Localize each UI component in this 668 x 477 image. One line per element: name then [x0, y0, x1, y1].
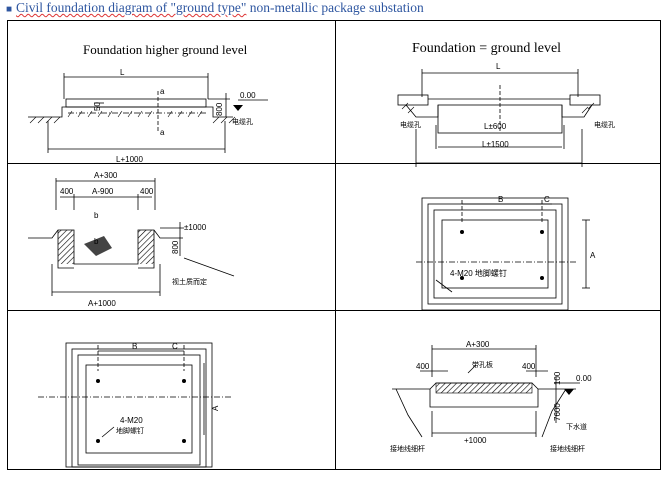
level-000: 0.00 — [240, 91, 256, 100]
dim-B: B — [498, 195, 503, 204]
dim-A300: A+300 — [94, 171, 118, 180]
ground-rod-left: 接地线细杆 — [390, 444, 425, 453]
plan-view-drawing: B C A 4-M20 地脚螺钉 — [416, 195, 596, 311]
foundation-higher-drawing: L L+1000 50 800 0.00 a a 电缆孔 — [28, 68, 268, 164]
bullet-marker: ■ — [6, 4, 13, 15]
page-heading: ■Civil foundation diagram of "ground typ… — [6, 0, 424, 18]
dim-L: L — [496, 62, 501, 71]
grid-divider-row2 — [8, 310, 660, 311]
section-b-bottom: b — [94, 237, 99, 246]
panel-title: Foundation higher ground level — [83, 42, 248, 57]
dim-A900: A-900 — [92, 187, 114, 196]
drain-label: 下水道 — [566, 422, 587, 431]
cable-section-drawing: A+300 400 400 带孔板 100 0.00 7600 下水道 +100… — [390, 340, 592, 453]
section-b-top: b — [94, 211, 99, 220]
dim-A300: A+300 — [466, 340, 490, 349]
panel-foundation-equal: Foundation = ground level L L±600 — [336, 21, 660, 167]
dim-100: 100 — [553, 371, 562, 385]
grid-divider-row1 — [8, 163, 660, 164]
panel-cable-section: A+300 400 400 带孔板 100 0.00 7600 下水道 +100… — [336, 311, 660, 469]
bolt-note-b: 地脚螺钉 — [116, 426, 144, 435]
plan-view-drawing-2: B C A 4-M20 地脚螺钉 — [38, 342, 232, 468]
dim-A1000: +1000 — [464, 436, 487, 445]
panel-section-detail: A+300 A-900 400 400 b b 800 ±1000 A+1000… — [8, 164, 335, 310]
panel-plan-view-2: B C A 4-M20 地脚螺钉 — [8, 311, 335, 469]
dim-400-right: 400 — [140, 187, 154, 196]
dim-600: 7600 — [553, 403, 562, 421]
panel-title: Foundation = ground level — [412, 41, 562, 56]
cable-hole-label: 电缆孔 — [232, 117, 253, 126]
hole-plate-label: 带孔板 — [472, 360, 493, 369]
dim-L1500: L±1500 — [482, 140, 509, 149]
section-detail-drawing: A+300 A-900 400 400 b b 800 ±1000 A+1000… — [28, 171, 235, 308]
dim-L: L — [120, 68, 125, 77]
panel-plan-view-1: B C A 4-M20 地脚螺钉 — [336, 164, 660, 311]
bolt-note-a: 4-M20 — [120, 416, 143, 425]
grid-divider-vertical — [335, 21, 336, 469]
diagram-grid: Foundation higher ground level — [7, 20, 661, 470]
dim-400-right: 400 — [522, 362, 536, 371]
dim-A: A — [590, 251, 596, 260]
foundation-equal-drawing: L L±600 L±1500 电缆孔 电缆孔 — [397, 62, 615, 167]
dim-L600: L±600 — [484, 122, 507, 131]
dim-50: 50 — [93, 102, 102, 111]
ground-rod-right: 接地线细杆 — [550, 444, 585, 453]
dim-800: 800 — [171, 240, 180, 254]
heading-text-underlined: Civil foundation diagram of "ground type… — [16, 0, 247, 15]
dim-400-left: 400 — [60, 187, 74, 196]
section-a-bottom: a — [160, 128, 165, 137]
dim-C: C — [544, 195, 550, 204]
level-000: 0.00 — [576, 374, 592, 383]
panel-foundation-higher: Foundation higher ground level — [8, 21, 335, 164]
bolt-note: 4-M20 地脚螺钉 — [450, 268, 507, 278]
section-a-top: a — [160, 87, 165, 96]
dim-800: 800 — [215, 102, 224, 116]
dim-pm1000: ±1000 — [184, 223, 207, 232]
cable-hole-left: 电缆孔 — [400, 120, 421, 129]
dim-400-left: 400 — [416, 362, 430, 371]
dim-C: C — [172, 342, 178, 351]
dim-L1000: L+1000 — [116, 155, 143, 164]
dim-A1000: A+1000 — [88, 299, 116, 308]
cable-hole-right: 电缆孔 — [594, 120, 615, 129]
soil-note: 视土质而定 — [172, 277, 207, 286]
dim-A: A — [211, 405, 220, 411]
dim-B: B — [132, 342, 137, 351]
heading-text: non-metallic package substation — [246, 0, 424, 15]
